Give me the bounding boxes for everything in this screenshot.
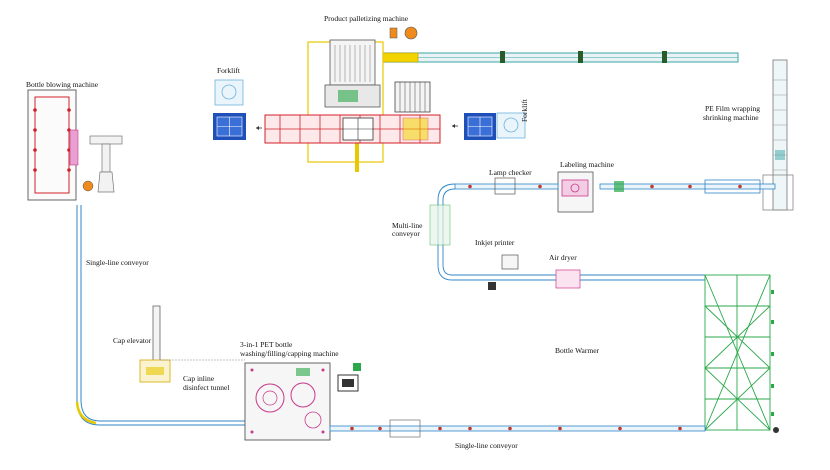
bottom-single-line-conveyor bbox=[329, 419, 706, 438]
bottle-blowing-machine bbox=[27, 89, 123, 201]
forklift-left bbox=[213, 79, 262, 140]
pe-film-wrapping-machine bbox=[762, 59, 794, 211]
label-labeling-machine: Labeling machine bbox=[560, 160, 614, 169]
label-single-line-conveyor-left: Single-line conveyor bbox=[86, 258, 149, 267]
pallet-conveyor-row bbox=[264, 114, 441, 144]
label-bottle-blowing-machine: Bottle blowing machine bbox=[26, 80, 99, 89]
label-cap-elevator: Cap elevator bbox=[113, 336, 152, 345]
palletizing-machine bbox=[307, 39, 431, 172]
control-panel bbox=[337, 363, 361, 392]
lamp-checker-conveyor bbox=[454, 177, 559, 195]
label-pe-film-line2: shrinking machine bbox=[703, 113, 759, 122]
label-multi-line-1: Multi-line bbox=[392, 221, 423, 230]
label-air-dryer: Air dryer bbox=[549, 253, 577, 262]
washing-filling-capping-machine bbox=[244, 362, 331, 441]
inkjet-printer bbox=[488, 254, 519, 290]
top-pallet-icons bbox=[389, 26, 418, 40]
label-washing-line1: 3-in-1 PET bottle bbox=[240, 340, 293, 349]
forklift-right bbox=[452, 112, 526, 140]
labeling-machine bbox=[557, 171, 594, 213]
left-single-line-conveyor bbox=[76, 205, 245, 426]
label-lamp-checker: Lamp checker bbox=[489, 168, 532, 177]
conveyor-corner-accent bbox=[75, 401, 97, 425]
label-single-line-conveyor-bottom: Single-line conveyor bbox=[455, 441, 518, 450]
warmer-side-marks bbox=[771, 290, 779, 433]
multi-line-conveyor bbox=[429, 183, 705, 281]
output-conveyor bbox=[599, 179, 776, 194]
label-product-palletizing-machine: Product palletizing machine bbox=[324, 14, 409, 23]
bottle-warmer bbox=[704, 274, 771, 431]
label-washing-line2: washing/filling/capping machine bbox=[240, 349, 339, 358]
cap-elevator bbox=[139, 305, 245, 383]
label-cap-inline-1: Cap inline bbox=[183, 374, 215, 383]
label-forklift-left: Forklift bbox=[217, 66, 240, 75]
label-forklift-right: Forklift bbox=[520, 99, 529, 122]
label-cap-inline-2: disinfect tunnel bbox=[183, 383, 230, 392]
label-pe-film-line1: PE Film wrapping bbox=[705, 104, 761, 113]
label-inkjet-printer: Inkjet printer bbox=[475, 238, 515, 247]
label-bottle-warmer: Bottle Warmer bbox=[555, 346, 600, 355]
label-multi-line-2: conveyor bbox=[392, 229, 420, 238]
air-dryer bbox=[555, 269, 581, 289]
top-infeed-conveyor bbox=[382, 51, 739, 63]
